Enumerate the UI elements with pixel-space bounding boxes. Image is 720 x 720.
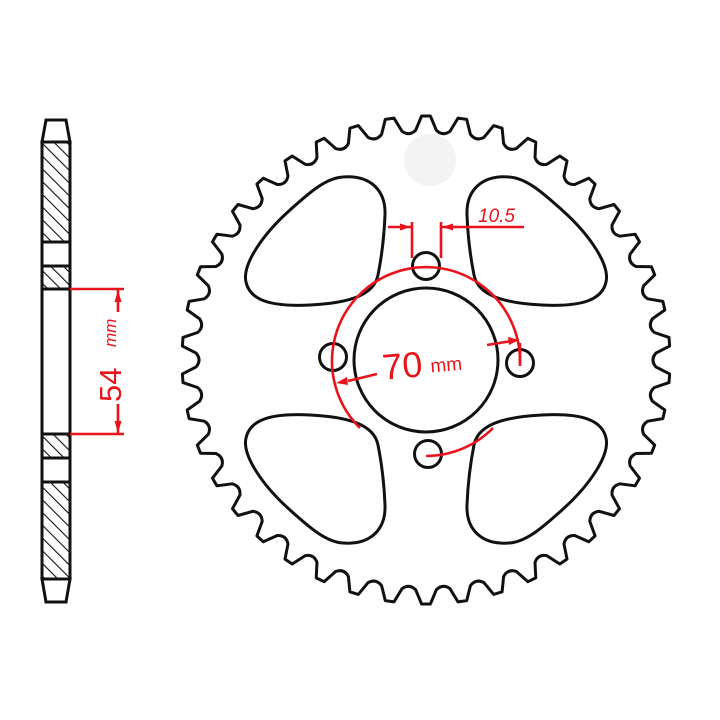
arrow-up-icon	[114, 290, 122, 302]
sprocket-teeth-outline	[180, 114, 672, 606]
bolt-circle-arc	[330, 265, 522, 429]
flange-top	[40, 264, 72, 291]
bolt-circle-value: 70	[381, 343, 424, 387]
cutout-lower-left	[244, 413, 387, 545]
gap-top	[40, 240, 72, 268]
tooth-band-bottom	[40, 480, 72, 581]
bolt-circle-arc-lower	[425, 427, 494, 458]
cutout-upper-left	[244, 175, 387, 307]
arrow-right-icon	[508, 337, 519, 345]
side-profile-view	[40, 118, 72, 604]
hub-height-dimension: 54 mm	[70, 287, 128, 436]
hub-height-unit: mm	[101, 319, 120, 347]
cutout-upper-right	[465, 175, 608, 307]
hub-bore	[40, 287, 72, 436]
sprocket-front-view	[180, 114, 672, 606]
hub-height-value: 54	[93, 368, 128, 402]
arrow-left-icon	[336, 377, 348, 385]
flange-bottom	[40, 432, 72, 460]
bolt-hole-top	[411, 251, 441, 281]
cutout-lower-right	[465, 413, 608, 545]
bottom-chamfer	[40, 577, 72, 604]
arrow-down-icon	[114, 421, 122, 433]
bolt-hole-dimension: 10.5	[388, 206, 524, 258]
bolt-hole-bottom	[413, 439, 443, 469]
arrow-right-icon	[400, 223, 411, 231]
hub-bore-circle	[352, 286, 500, 434]
arrow-left-icon	[442, 223, 453, 231]
gap-bottom	[40, 456, 72, 484]
bolt-circle-unit: mm	[430, 354, 463, 378]
top-chamfer	[40, 118, 72, 144]
bolt-circle-dimension: 70 mm	[330, 265, 522, 458]
watermark-blob	[404, 134, 456, 186]
bolt-hole-size-label: 10.5	[478, 206, 515, 227]
tooth-band-top	[40, 140, 72, 244]
